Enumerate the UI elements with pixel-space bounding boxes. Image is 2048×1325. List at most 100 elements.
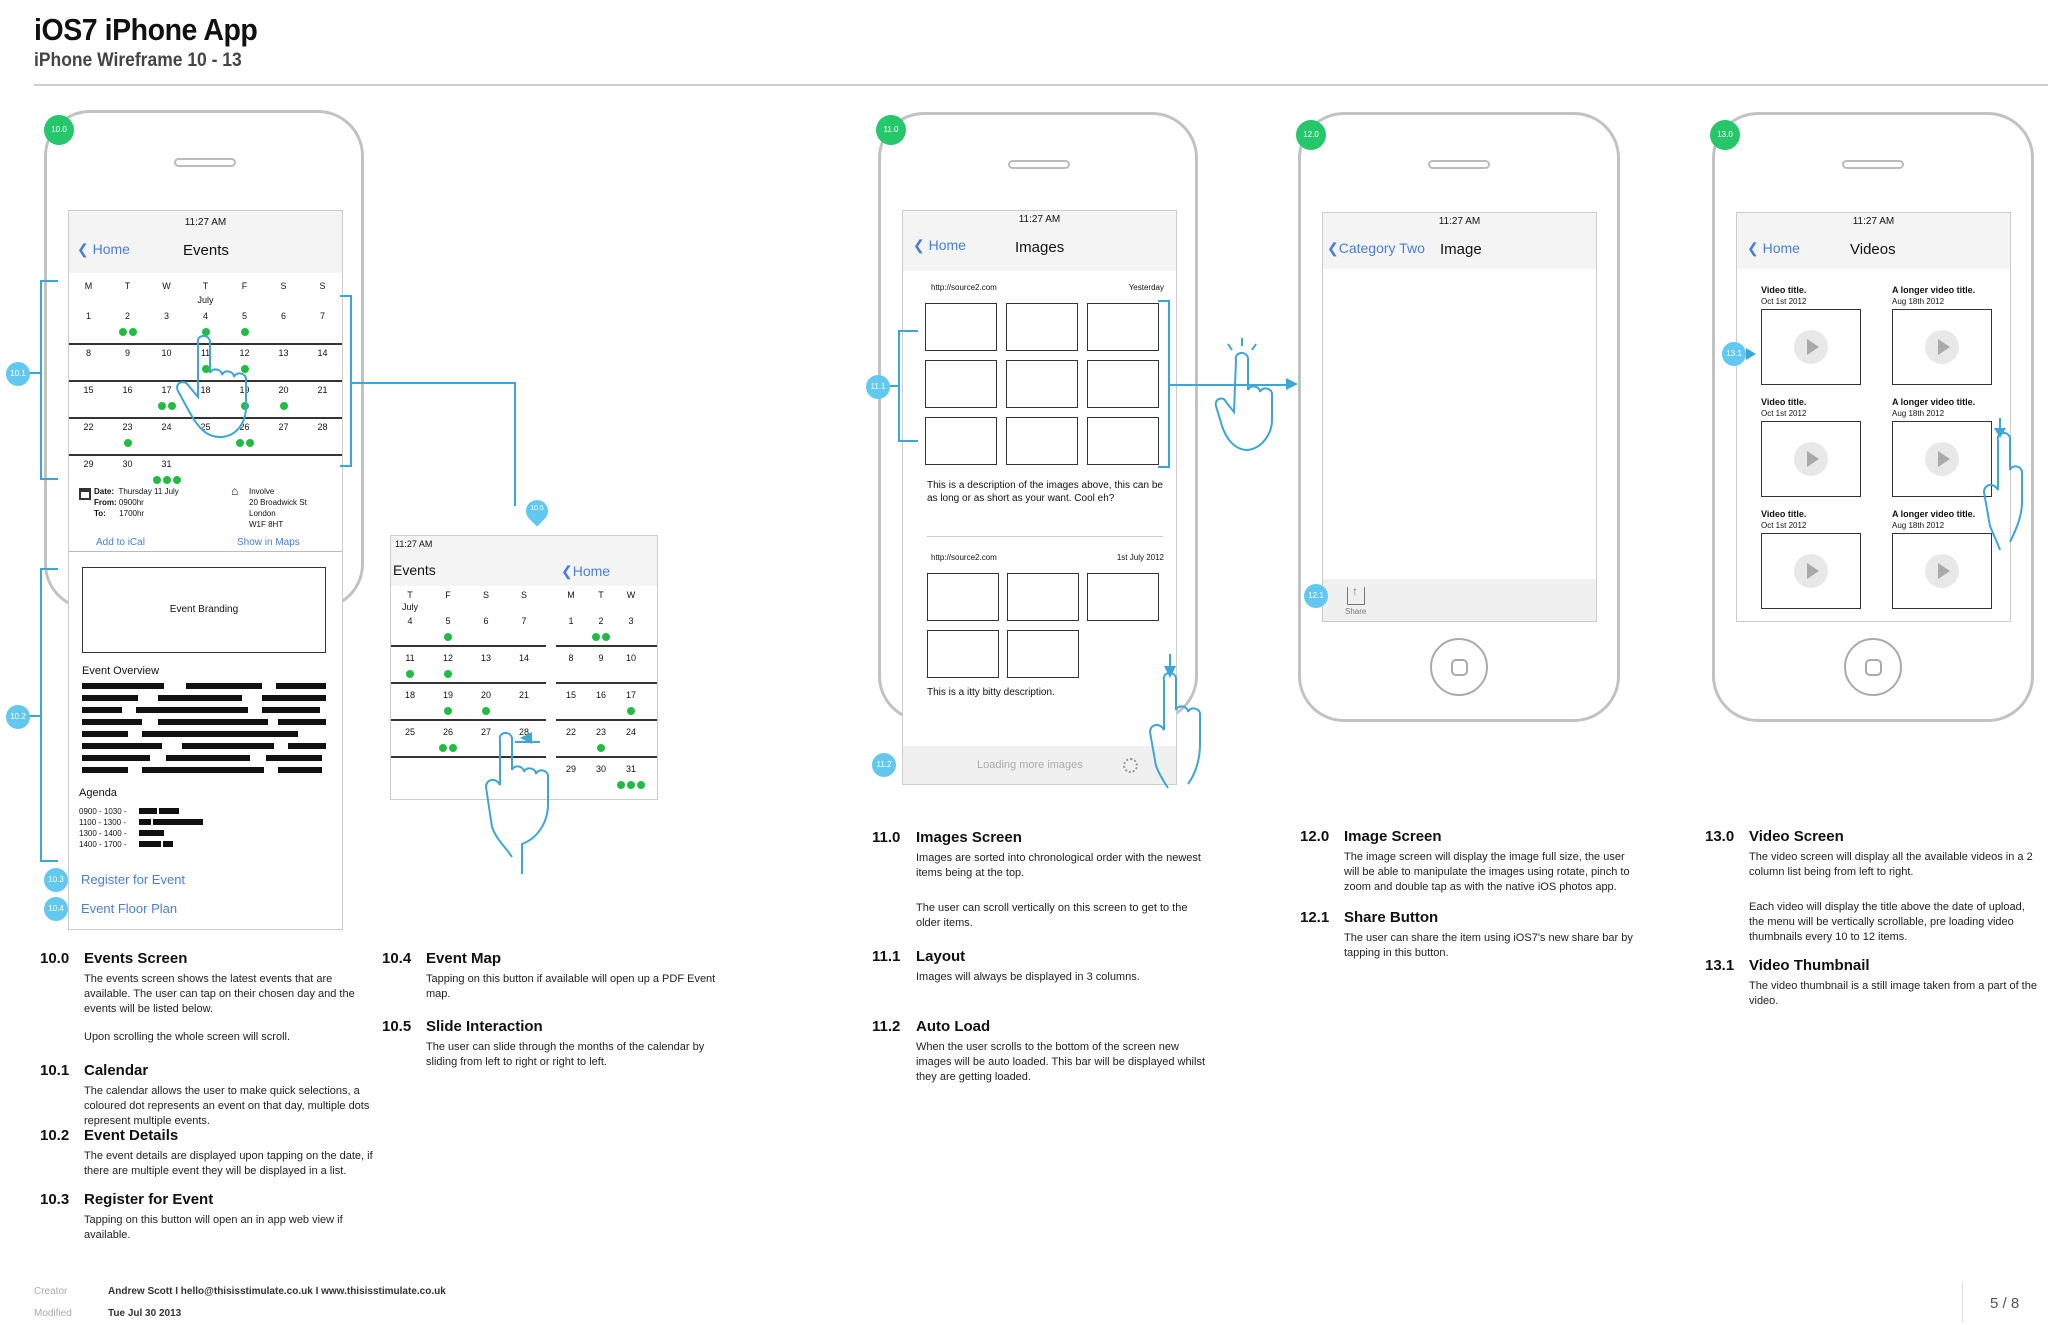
image-grid[interactable] (925, 303, 1165, 468)
calendar-day[interactable]: 11 (186, 348, 225, 378)
home-button[interactable] (1430, 638, 1488, 696)
calendar-day[interactable]: 7 (505, 616, 543, 646)
calendar-day[interactable]: 18 (186, 385, 225, 415)
video-thumbnail[interactable] (1761, 309, 1861, 385)
play-icon[interactable] (1925, 330, 1959, 364)
play-icon[interactable] (1794, 554, 1828, 588)
calendar-day[interactable]: 28 (303, 422, 342, 452)
calendar-day[interactable]: 15 (556, 690, 586, 720)
calendar-day[interactable]: 31 (147, 459, 186, 489)
calendar-day[interactable]: 10 (616, 653, 646, 683)
video-thumbnail[interactable] (1892, 309, 1992, 385)
image-thumbnail[interactable] (925, 417, 997, 465)
calendar-day[interactable]: 25 (391, 727, 429, 757)
calendar-day[interactable]: 19 (225, 385, 264, 415)
image-thumbnail[interactable] (1007, 573, 1079, 621)
image-thumbnail[interactable] (927, 573, 999, 621)
image-thumbnail[interactable] (925, 303, 997, 351)
calendar-day[interactable]: 27 (467, 727, 505, 757)
calendar-day[interactable]: 8 (69, 348, 108, 378)
calendar-day[interactable]: 2 (108, 311, 147, 341)
calendar-day[interactable]: 14 (303, 348, 342, 378)
video-thumbnail[interactable] (1892, 421, 1992, 497)
calendar-day[interactable]: 3 (616, 616, 646, 646)
calendar-day[interactable]: 20 (264, 385, 303, 415)
image-thumbnail[interactable] (1007, 630, 1079, 678)
calendar-day[interactable]: 30 (108, 459, 147, 489)
calendar-day[interactable]: 23 (108, 422, 147, 452)
calendar-day[interactable]: 11 (391, 653, 429, 683)
calendar-day[interactable] (186, 459, 225, 489)
image-thumbnail[interactable] (1087, 417, 1159, 465)
calendar-day[interactable]: 7 (303, 311, 342, 341)
floor-plan-button[interactable]: Event Floor Plan (81, 901, 178, 916)
calendar-day[interactable]: 26 (429, 727, 467, 757)
play-icon[interactable] (1925, 554, 1959, 588)
calendar-day[interactable]: 12 (429, 653, 467, 683)
calendar-day[interactable]: 24 (616, 727, 646, 757)
calendar-day[interactable]: 10 (147, 348, 186, 378)
back-button-category[interactable]: ❮Category Two (1327, 240, 1425, 257)
calendar-day[interactable]: 17 (147, 385, 186, 415)
calendar-day[interactable]: 13 (467, 653, 505, 683)
calendar-day[interactable]: 25 (186, 422, 225, 452)
calendar-day[interactable]: 29 (69, 459, 108, 489)
calendar-day[interactable]: 5 (429, 616, 467, 646)
play-icon[interactable] (1794, 330, 1828, 364)
calendar-day[interactable]: 6 (264, 311, 303, 341)
calendar-day[interactable]: 16 (586, 690, 616, 720)
calendar-day[interactable]: 8 (556, 653, 586, 683)
calendar-day[interactable]: 28 (505, 727, 543, 757)
back-button-home[interactable]: ❮ Home (913, 237, 966, 254)
calendar-day[interactable]: 12 (225, 348, 264, 378)
calendar-day[interactable] (303, 459, 342, 489)
video-thumbnail[interactable] (1761, 533, 1861, 609)
calendar-day[interactable]: 23 (586, 727, 616, 757)
share-icon[interactable] (1347, 587, 1365, 605)
slide-back-button[interactable]: ❮Home (561, 563, 610, 580)
image-thumbnail[interactable] (1006, 417, 1078, 465)
image-thumbnail[interactable] (1006, 303, 1078, 351)
add-to-ical-link[interactable]: Add to iCal (96, 537, 145, 548)
calendar-day[interactable]: 1 (556, 616, 586, 646)
video-thumbnail[interactable] (1761, 421, 1861, 497)
register-button[interactable]: Register for Event (81, 872, 186, 887)
calendar-day[interactable]: 1 (69, 311, 108, 341)
calendar-day[interactable]: 3 (147, 311, 186, 341)
calendar-day[interactable]: 20 (467, 690, 505, 720)
image-thumbnail[interactable] (1087, 360, 1159, 408)
image-thumbnail[interactable] (1087, 573, 1159, 621)
calendar-day[interactable]: 13 (264, 348, 303, 378)
calendar-day[interactable]: 29 (556, 764, 586, 794)
calendar-day[interactable]: 4 (186, 311, 225, 341)
calendar-day[interactable]: 21 (505, 690, 543, 720)
back-button-home[interactable]: ❮ Home (77, 241, 130, 258)
calendar-day[interactable]: 2 (586, 616, 616, 646)
calendar-day[interactable]: 9 (108, 348, 147, 378)
calendar-day[interactable]: 19 (429, 690, 467, 720)
image-thumbnail[interactable] (1006, 360, 1078, 408)
calendar-day[interactable]: 26 (225, 422, 264, 452)
calendar-day[interactable]: 30 (586, 764, 616, 794)
show-in-maps-link[interactable]: Show in Maps (237, 537, 300, 548)
image-thumbnail[interactable] (1087, 303, 1159, 351)
calendar-day[interactable]: 5 (225, 311, 264, 341)
calendar-day[interactable]: 6 (467, 616, 505, 646)
image-thumbnail[interactable] (927, 630, 999, 678)
calendar-day[interactable]: 27 (264, 422, 303, 452)
calendar-day[interactable]: 16 (108, 385, 147, 415)
calendar-day[interactable] (264, 459, 303, 489)
back-button-home[interactable]: ❮ Home (1747, 240, 1800, 257)
calendar-day[interactable]: 14 (505, 653, 543, 683)
share-label[interactable]: Share (1345, 607, 1367, 616)
calendar-day[interactable]: 22 (69, 422, 108, 452)
calendar-day[interactable]: 18 (391, 690, 429, 720)
play-icon[interactable] (1925, 442, 1959, 476)
calendar-day[interactable]: 9 (586, 653, 616, 683)
video-thumbnail[interactable] (1892, 533, 1992, 609)
calendar-day[interactable]: 15 (69, 385, 108, 415)
